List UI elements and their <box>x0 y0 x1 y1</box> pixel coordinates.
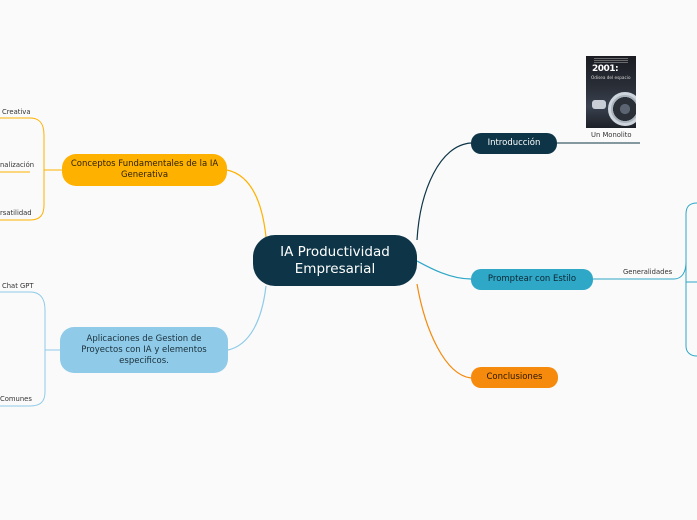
poster-ship <box>592 100 606 109</box>
subtopic-generalidades[interactable]: Generalidades <box>623 268 673 276</box>
poster-subtitle: Odisea del espacio <box>591 75 631 80</box>
movie-poster-image[interactable]: 2001: Odisea del espacio <box>586 56 636 128</box>
topic-aplicaciones-label: Aplicaciones de Gestion de Proyectos con… <box>81 333 207 366</box>
topic-conclusiones[interactable]: Conclusiones <box>471 367 558 388</box>
subtopic-creativa[interactable]: Creativa <box>2 108 31 116</box>
subtopic-personalizacion[interactable]: nalización <box>0 161 35 169</box>
topic-conceptos-label: Conceptos Fundamentales de la IA Generat… <box>70 159 219 180</box>
topic-promptear-label: Promptear con Estilo <box>487 274 577 284</box>
topic-aplicaciones[interactable]: Aplicaciones de Gestion de Proyectos con… <box>60 327 228 373</box>
subtopic-comunes[interactable]: Comunes <box>0 395 32 403</box>
central-topic-label: IA Productividad Empresarial <box>280 243 390 277</box>
topic-conceptos[interactable]: Conceptos Fundamentales de la IA Generat… <box>62 154 227 186</box>
topic-promptear[interactable]: Promptear con Estilo <box>471 269 593 290</box>
subtopic-chat-gpt[interactable]: Chat GPT <box>2 282 34 290</box>
central-topic[interactable]: IA Productividad Empresarial <box>253 235 417 286</box>
poster-space-station <box>608 92 636 126</box>
subtopic-un-monolito[interactable]: Un Monolito <box>591 131 632 139</box>
topic-conclusiones-label: Conclusiones <box>486 372 543 382</box>
topic-introduccion-label: Introducción <box>487 138 541 148</box>
topic-introduccion[interactable]: Introducción <box>471 133 557 154</box>
subtopic-versatilidad[interactable]: rsatilidad <box>0 209 32 217</box>
poster-title: 2001: <box>592 64 619 74</box>
poster-credits <box>594 58 628 63</box>
